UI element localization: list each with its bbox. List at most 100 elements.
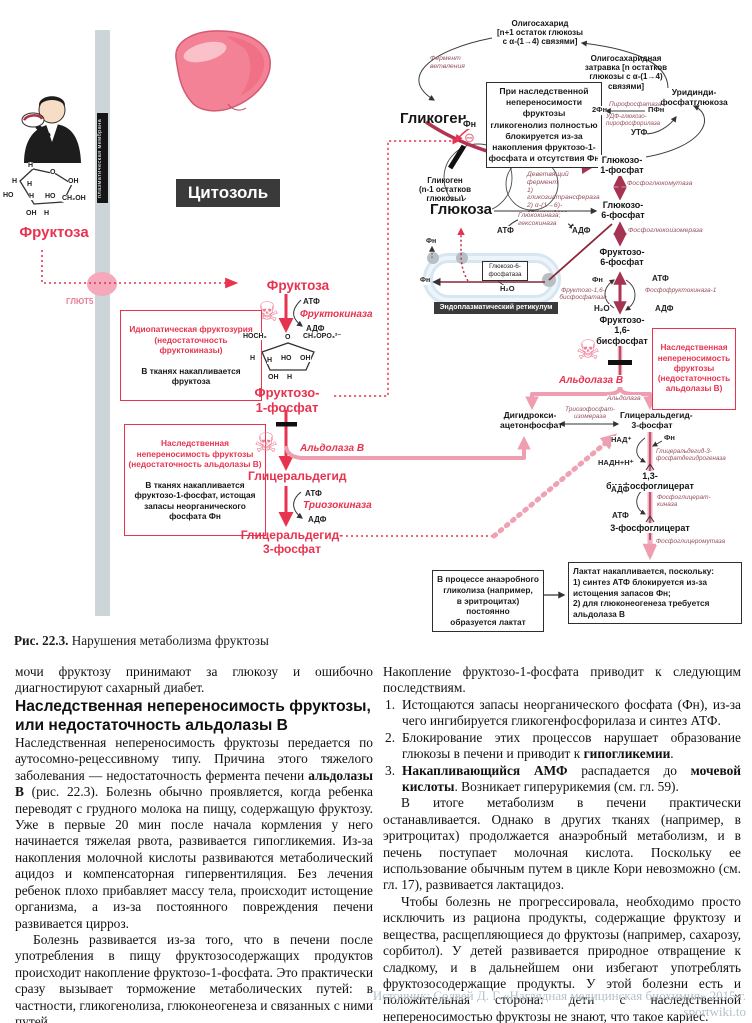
list-text: Накапливающийся АМФ распадается до мочев… <box>402 762 741 794</box>
pi-label: Фн <box>420 277 431 286</box>
phosphoglucomutase-label: Фосфоглюкомутаза <box>627 180 693 188</box>
hfi-central-note-box: При наследственной непереносимости фрукт… <box>486 82 602 169</box>
pi-label: Фн <box>426 238 437 247</box>
dhap-label: Дигидрокси- ацетонфосфат <box>500 410 563 430</box>
figure-caption-text: Нарушения метаболизма фруктозы <box>68 633 269 648</box>
atom-label: H <box>287 374 293 381</box>
atp-adp-curve3 <box>293 491 303 519</box>
pgk-label: Фосфоглицерат- киназа <box>657 494 711 509</box>
pg3-label: 3-фосфоглицерат <box>610 523 690 534</box>
paragraph: Болезнь развивается из-за того, что в пе… <box>15 931 373 1023</box>
liver-illustration <box>175 30 271 112</box>
adp-label: АДФ <box>306 324 325 334</box>
oligosaccharide-label: Олигосахарид [n+1 остаток глюкозы с α-(1… <box>497 19 583 47</box>
list-number: 1. <box>385 696 396 712</box>
aldolase-b-left-label: Альдолаза B <box>300 443 365 455</box>
tpi-label: Триозофосфат- изомераза <box>564 406 616 421</box>
paragraph: Наследственная непереносимость фруктозы … <box>15 734 373 931</box>
atom-label: OH <box>68 178 79 185</box>
ppi-label: ПФн <box>648 105 665 115</box>
lactate-accumulation-box: Лактат накапливается, поскольку: 1) синт… <box>568 562 742 624</box>
reversible-ticks <box>645 463 655 523</box>
list-text: Блокирование этих процессов нарушает обр… <box>402 729 741 762</box>
glyceraldehyde-label: Глицеральдегид <box>248 469 347 483</box>
box-red-text: Наследственная непереносимость фруктозы … <box>128 438 262 470</box>
pi-in-curve <box>652 440 663 447</box>
pi-label: Фн <box>664 433 675 443</box>
g6p-to-er <box>548 223 613 281</box>
atom-label: OH <box>26 210 37 217</box>
g6p-label: Глюкозо- 6-фосфат <box>600 200 646 221</box>
atom-label: HO <box>281 355 292 362</box>
idiopathic-fructosuria-box: Идиопатическая фруктозурия (недостаточно… <box>120 310 262 401</box>
branching-enzyme-label: Фермент ветвления <box>430 55 465 70</box>
eating-person-illustration <box>21 96 81 163</box>
list-item: 3. Накапливающийся АМФ распадается до моч… <box>383 763 741 796</box>
nad-nadh-curve <box>636 437 646 463</box>
atp-label: АТФ <box>305 489 322 499</box>
minus-circle-icon: ⊖ <box>464 130 475 145</box>
pi-label: Фн <box>592 275 603 285</box>
atom-label: H <box>27 181 33 188</box>
pfk1-label: Фосфофруктокиназа-1 <box>645 287 717 294</box>
ga3p-left-label: Глицеральдегид- 3-фосфат <box>240 528 344 556</box>
right-column: Накопление фруктозо-1-фосфата приводит к… <box>383 664 741 1023</box>
aldolase-b-right-label: Альдолаза B <box>559 375 624 387</box>
adp-label: АДФ <box>611 485 630 495</box>
membrane-label: плазматическая мембрана <box>97 113 108 203</box>
adp-label: АДФ <box>308 515 327 525</box>
f1p-label: Фруктозо- 1-фосфат <box>254 385 320 415</box>
g6pase-box: Глюкозо-6- фосфатаза <box>482 261 528 282</box>
left-column: мочи фруктозу принимают за глюкозу и оши… <box>15 664 373 1023</box>
atom-label: OH <box>300 355 311 362</box>
inhibition-bar-aldolase-b-left <box>276 422 297 427</box>
atom-label: H <box>44 210 50 217</box>
skull-icon: ☠ <box>576 335 601 366</box>
list-item: 1.Истощаются запасы неорганического фосф… <box>383 697 741 730</box>
adp-label: АДФ <box>572 226 591 236</box>
inhibition-bar-aldolase-b <box>608 360 632 365</box>
atom-label: H <box>267 357 273 364</box>
h2o-label: Н₂О <box>594 304 610 314</box>
section-heading: Наследственная непереносимость фруктозы,… <box>15 697 371 734</box>
fructokinase-label: Фруктокиназа <box>300 309 373 321</box>
nad-label: НАД⁺ <box>611 435 632 445</box>
source-line: Источник: Солвей Д. Г «Наглядная медицин… <box>372 988 746 1003</box>
atp-label: АТФ <box>303 297 320 307</box>
paragraph: Накопление фруктозо-1-фосфата приводит к… <box>383 664 741 696</box>
ga3p-right-label: Глицеральдегид- 3-фосфат <box>620 410 693 430</box>
utp-label: УТФ <box>631 128 648 138</box>
atom-label: O <box>285 334 291 341</box>
f6p-label: Фруктозо- 6-фосфат <box>597 247 647 268</box>
gapdh-label: Глицеральдегид-3- фосфатдегидрогеназа <box>656 448 726 463</box>
atom-label: CH₂OH <box>62 195 86 202</box>
fructose-cytosol-label: Фруктоза <box>266 278 330 293</box>
list-number: 3. <box>385 762 396 778</box>
atom-label: H <box>28 162 34 169</box>
debranching-enzyme-label: Деветвящий фермент 1) гликозилтрансфераз… <box>527 171 600 217</box>
figure-caption: Рис. 22.3. Нарушения метаболизма фруктоз… <box>14 633 269 649</box>
atom-label: O <box>50 169 56 176</box>
atom-label: H <box>12 178 18 185</box>
atp-label: АТФ <box>652 274 669 284</box>
hfi-left-box: Наследственная непереносимость фруктозы … <box>124 424 266 536</box>
atom-label: OH <box>268 374 279 381</box>
adp-atp-curve <box>636 487 646 515</box>
f16bp-label: Фруктозо- 1,6-бисфосфат <box>590 315 654 347</box>
triokinase-label: Триозокиназа <box>303 500 372 512</box>
udp-pyrophosphorylase-label: УДФ-глюкозо- пирофосфорилаза <box>606 113 661 128</box>
glycogen-label: Гликоген <box>400 110 467 127</box>
paragraph: В итоге метаболизм в печени практически … <box>383 795 741 893</box>
paragraph: Чтобы болезнь не прогрессировала, необхо… <box>383 893 741 1023</box>
glucose-label: Глюкоза <box>430 201 492 219</box>
g1p-label: Глюкозо- 1-фосфат <box>598 155 646 176</box>
pgm-label: Фосфоглицеромутаза <box>656 538 726 546</box>
glut5-transport-dashed <box>41 250 239 289</box>
hfi-right-box: Наследственная непереносимость фруктозы … <box>657 343 731 394</box>
atom-label: HOCH₂ <box>243 333 267 340</box>
glycogen-n1-label: Гликоген (n-1 остатков глюкозы) <box>418 176 472 204</box>
h2o-label: Н₂О <box>500 284 515 294</box>
2pi-label: 2Фн <box>592 105 608 115</box>
atom-label: HO <box>3 192 14 199</box>
